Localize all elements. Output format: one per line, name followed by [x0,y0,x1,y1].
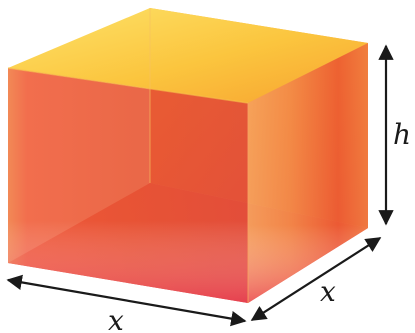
side-depth-arrow [250,237,382,321]
edge-front-top [7,67,249,104]
front-width-label: x [108,304,124,333]
front-face-shade [8,68,248,303]
side-depth-label: x [320,275,336,308]
height-label: h [393,118,411,151]
front-width-arrow [6,274,247,327]
top-face [8,8,368,103]
